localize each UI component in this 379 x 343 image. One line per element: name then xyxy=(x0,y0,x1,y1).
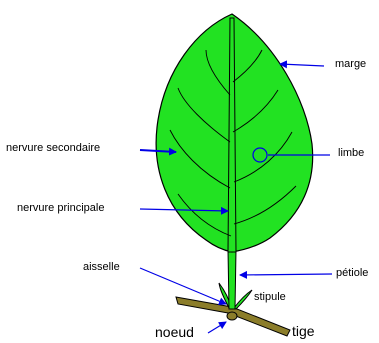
arrow-noeud xyxy=(208,322,226,333)
label-limbe: limbe xyxy=(338,148,364,159)
arrow-petiole xyxy=(240,274,332,275)
label-aisselle: aisselle xyxy=(83,262,120,273)
midrib xyxy=(228,18,236,252)
label-marge: marge xyxy=(335,59,366,70)
arrow-marge xyxy=(280,64,324,66)
label-tige: tige xyxy=(292,324,315,338)
label-petiole: pétiole xyxy=(336,268,368,279)
stipule-right xyxy=(234,290,252,309)
label-nervure-secondaire: nervure secondaire xyxy=(6,143,100,154)
petiole xyxy=(228,250,236,309)
node-dot xyxy=(227,312,237,320)
label-stipule: stipule xyxy=(254,292,286,303)
label-nervure-principale: nervure principale xyxy=(17,203,104,214)
label-noeud: noeud xyxy=(155,325,194,339)
